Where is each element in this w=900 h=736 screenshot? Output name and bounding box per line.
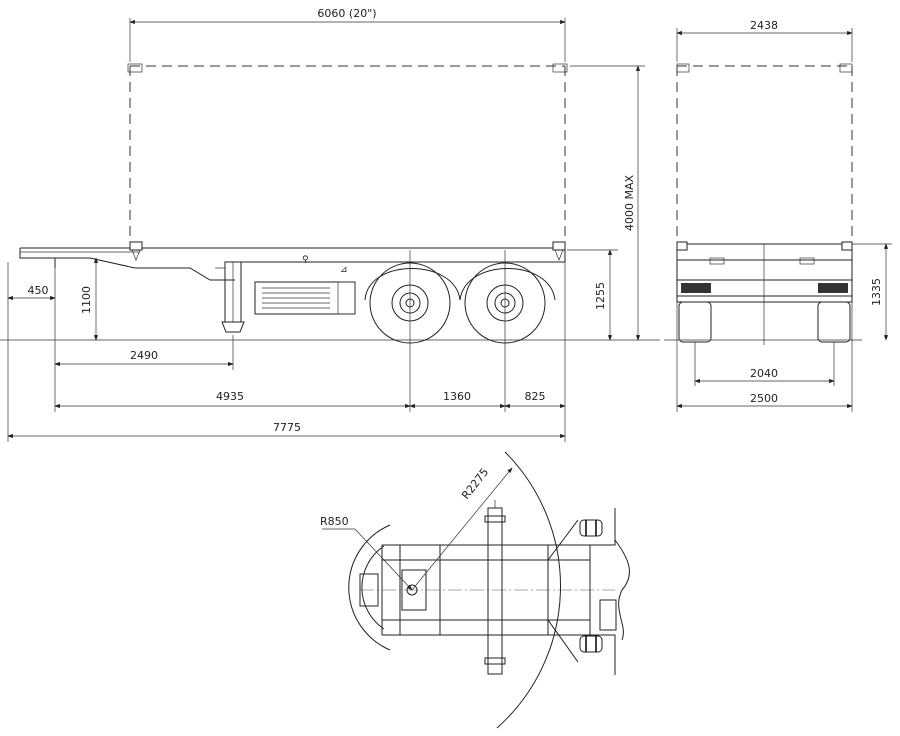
dim-swing-radius: R2275 (411, 466, 513, 591)
side-view: ⚲ ⊿ 6060 (20 (0, 7, 660, 442)
dim-container-length: 6060 (20") (129, 7, 566, 62)
dim-label-rear-height: 1335 (870, 278, 883, 306)
container-outline-side (127, 63, 568, 250)
dim-front-radius: R850 (320, 515, 413, 591)
dim-overall-width: 2500 (676, 392, 853, 409)
dim-king-pin: 450 (7, 284, 56, 301)
dim-frame-height: 1255 (567, 249, 618, 341)
svg-text:⊿: ⊿ (340, 265, 348, 275)
dim-label-container-width: 2438 (750, 19, 778, 32)
dim-label-to-axle: 4935 (216, 390, 244, 403)
front-arc (348, 524, 391, 651)
dim-label-swing-radius: R2275 (459, 466, 491, 502)
dim-label-landing-gear: 2490 (130, 349, 158, 362)
dim-label-track: 2040 (750, 367, 778, 380)
dim-label-overall-length: 7775 (273, 421, 301, 434)
dim-label-front-radius: R850 (320, 515, 349, 528)
dim-coupling-height: 1100 (80, 257, 99, 341)
swing-arc (496, 451, 562, 729)
dim-label-max-height: 4000 MAX (623, 175, 636, 232)
dim-axle-chain: 4935 1360 825 (54, 390, 566, 409)
dim-label-rear-overhang: 825 (525, 390, 546, 403)
rear-view: 2438 1335 2040 (664, 19, 892, 412)
dim-max-height: 4000 MAX (570, 65, 645, 341)
dim-container-width: 2438 (676, 19, 853, 62)
dim-rear-height: 1335 (852, 243, 892, 341)
dim-label-axle-spacing: 1360 (443, 390, 471, 403)
chassis-side: ⚲ ⊿ (19, 241, 566, 333)
dim-label-coupling-height: 1100 (80, 286, 93, 314)
dim-label-frame-height: 1255 (594, 282, 607, 310)
dim-label-overall-width: 2500 (750, 392, 778, 405)
dim-track: 2040 (694, 367, 835, 384)
plan-view: R850 R2275 (320, 451, 630, 729)
dim-overall-length: 7775 (7, 421, 566, 439)
dim-landing-gear: 2490 (54, 349, 234, 367)
dim-label-king-pin: 450 (28, 284, 49, 297)
dim-label-container-length: 6060 (20") (317, 7, 376, 20)
svg-text:⚲: ⚲ (302, 255, 309, 265)
